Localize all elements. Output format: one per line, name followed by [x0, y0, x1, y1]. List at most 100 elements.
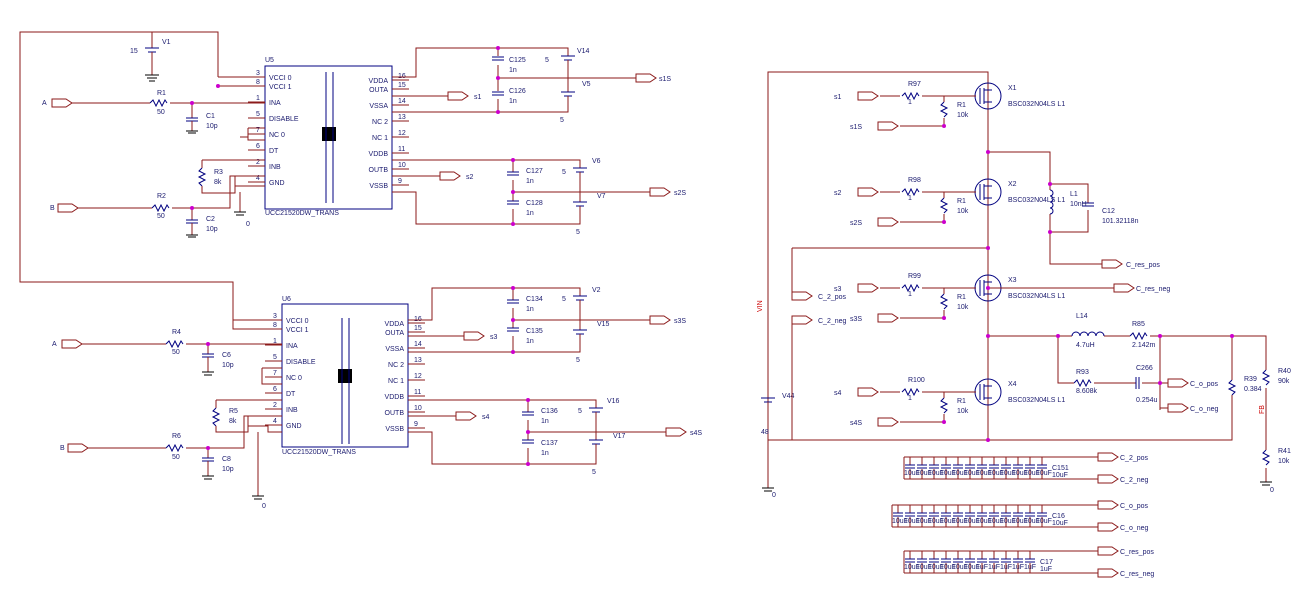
v6-value: 5 [562, 169, 566, 176]
u5-dt-network: R3 8k 0 [197, 159, 265, 228]
u6-input-a[interactable]: A R4 50 C6 10p [52, 329, 282, 376]
gate-net-label: s3 [834, 286, 842, 293]
source-port[interactable] [877, 121, 899, 131]
u6-highside: C134 1n C135 1n V2 5 V15 5 s3S s3 [408, 287, 686, 364]
gate-port[interactable] [857, 387, 879, 397]
r4-ref: R4 [172, 329, 181, 336]
co-pos-port[interactable] [1167, 378, 1189, 388]
c125-ref: C125 [509, 57, 526, 64]
cres-pos-port-2[interactable] [1097, 546, 1119, 556]
s1-label: s1 [474, 94, 482, 101]
junction-dot [942, 420, 946, 424]
s2-port[interactable] [439, 171, 461, 181]
gate-port[interactable] [857, 283, 879, 293]
rgs-ref: R1 [957, 398, 966, 405]
bank-cap-value: 10uF [964, 518, 980, 525]
bank-cap-value: 10uF [916, 518, 932, 525]
pin-name: OUTB [385, 410, 405, 417]
source-port[interactable] [877, 217, 899, 227]
input-b-port[interactable] [57, 203, 79, 213]
s4s-port[interactable] [665, 427, 687, 437]
c2-pos-port[interactable] [791, 291, 813, 301]
c2-neg-label: C_2_neg [818, 318, 847, 325]
s2s-port[interactable] [649, 187, 671, 197]
mosfet-symbol [979, 280, 992, 296]
bank-cap-value: 10uF [988, 518, 1004, 525]
s1s-port[interactable] [635, 73, 657, 83]
cres-neg-port-2[interactable] [1097, 568, 1119, 578]
pin-number: 3 [273, 313, 277, 320]
s2-label: s2 [466, 174, 474, 181]
co-pos-port-2[interactable] [1097, 500, 1119, 510]
bank-capacitor [965, 558, 975, 563]
mosfet-symbol [979, 184, 992, 200]
u5-input-b[interactable]: B R2 50 C2 10p [50, 175, 235, 238]
bank-capacitor [929, 512, 939, 517]
junction-dot [511, 158, 515, 162]
co-neg-port-2[interactable] [1097, 522, 1119, 532]
v1-source[interactable]: V1 15 [130, 32, 171, 82]
gs-resistor [939, 397, 949, 414]
bank-capacitor [953, 558, 963, 563]
c2-pos-port-2[interactable] [1097, 452, 1119, 462]
c2-neg-port[interactable] [791, 315, 813, 325]
source-port[interactable] [877, 313, 899, 323]
v44-ref: V44 [782, 393, 795, 400]
cres-neg-port[interactable] [1113, 283, 1135, 293]
r85-resistor [1129, 331, 1148, 341]
vcci-loop-wire [19, 31, 282, 330]
c2-neg-port-2[interactable] [1097, 474, 1119, 484]
bank-capacitor [905, 512, 915, 517]
input-a-port[interactable] [61, 339, 83, 349]
c137-ref: C137 [541, 440, 558, 447]
s3-port[interactable] [463, 331, 485, 341]
bank-capacitor [941, 512, 951, 517]
bank-cap-value: 1uF [1000, 564, 1012, 571]
s4-port[interactable] [455, 411, 477, 421]
gate-port[interactable] [857, 91, 879, 101]
r85-ref: R85 [1132, 321, 1145, 328]
c266-ref: C266 [1136, 365, 1153, 372]
pin-name: VSSA [369, 103, 388, 110]
s1-port[interactable] [447, 91, 469, 101]
pin-number: 7 [256, 127, 260, 134]
bank-cap-value: 10uF [1024, 470, 1040, 477]
bank-capacitor [977, 464, 987, 469]
bank-cap-value: 10uF [904, 470, 920, 477]
gs-resistor [939, 197, 949, 214]
input-b-port[interactable] [67, 443, 89, 453]
co-neg-port[interactable] [1167, 403, 1189, 413]
u5-b-label: B [50, 205, 55, 212]
u5-input-a[interactable]: A R1 50 C1 10p [42, 90, 265, 134]
source-port[interactable] [877, 417, 899, 427]
v14-ref: V14 [577, 48, 590, 55]
bank-last-value: 10uF [1052, 520, 1068, 527]
pin-name: VCCI 1 [286, 327, 309, 334]
v2-value: 5 [562, 296, 566, 303]
bank-capacitor [929, 558, 939, 563]
v7-value: 5 [576, 229, 580, 236]
bank-cap-value: 10uF [928, 564, 944, 571]
pin-number: 5 [273, 354, 277, 361]
pin-number: 1 [256, 95, 260, 102]
junction-dot [526, 430, 530, 434]
input-a-port[interactable] [51, 98, 73, 108]
bank-last-ref: C17 [1040, 559, 1053, 566]
rg-ref: R97 [908, 81, 921, 88]
cres-pos-port[interactable] [1101, 259, 1123, 269]
s3s-port[interactable] [649, 315, 671, 325]
u6-input-b[interactable]: B R6 50 C8 10p [60, 415, 248, 480]
mosfet-part: BSC032N04LS L1 [1008, 101, 1065, 108]
gate-port[interactable] [857, 187, 879, 197]
l14-ref: L14 [1076, 313, 1088, 320]
r6-resistor [165, 443, 184, 453]
